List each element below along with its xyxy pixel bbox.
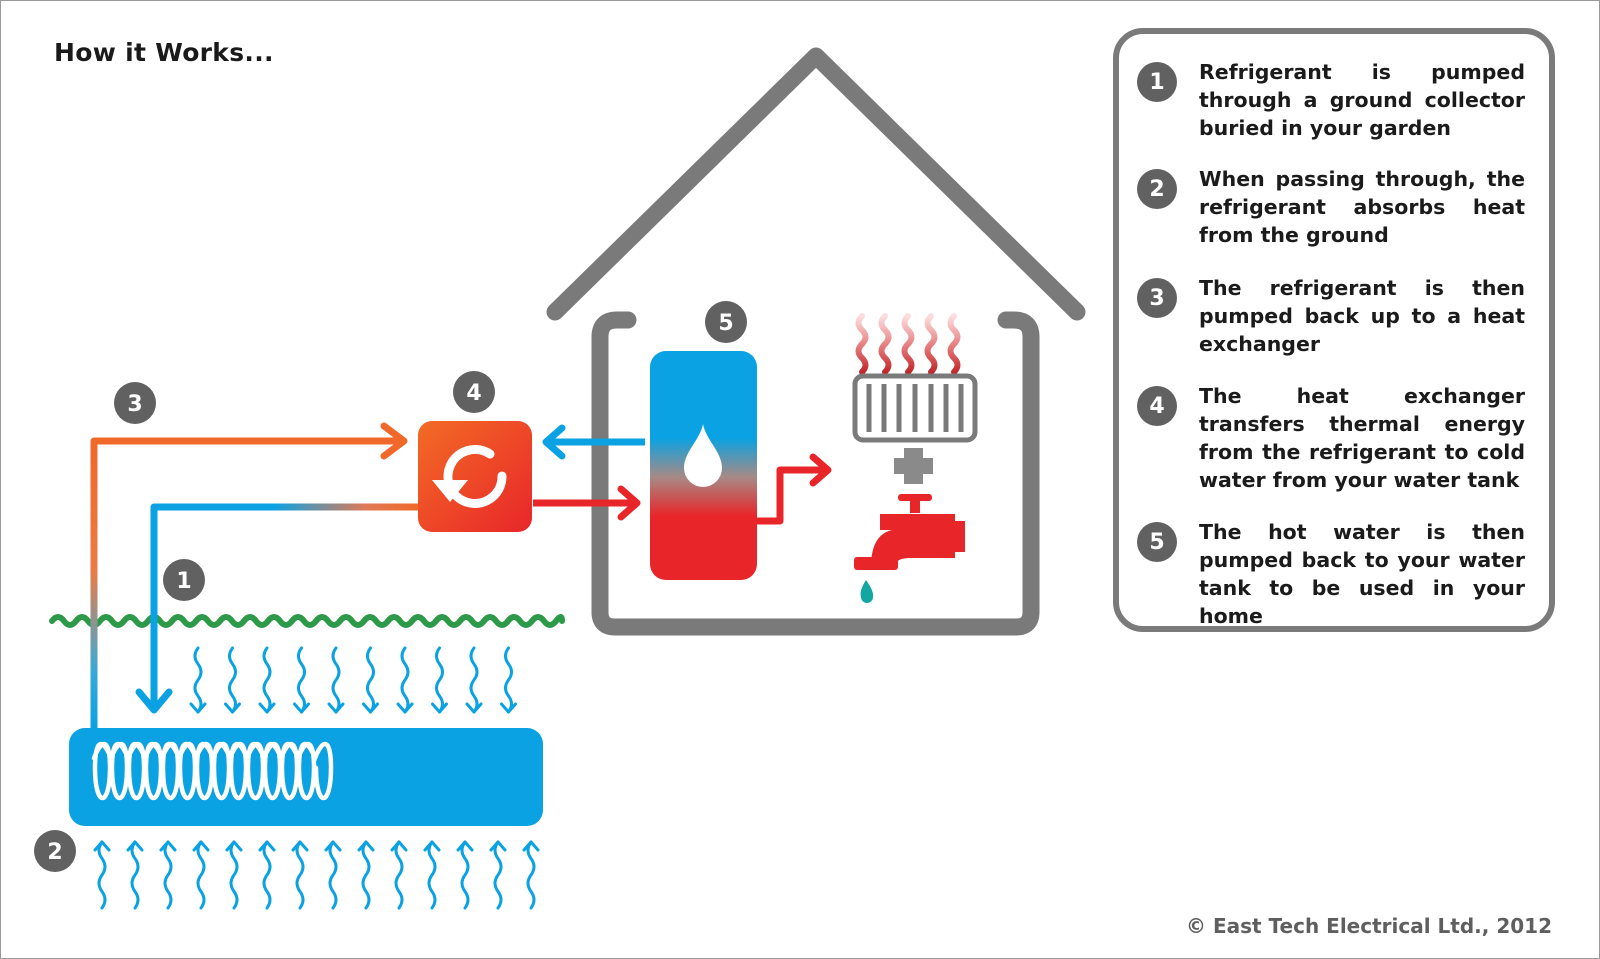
heat-arrow-up-7 (291, 840, 309, 910)
heat-arrow-up-5 (225, 840, 243, 910)
step-text-1: Refrigerant is pumped through a ground c… (1199, 60, 1525, 140)
step-text-2: When passing through, the refrigerant ab… (1199, 167, 1525, 247)
step-item-4: 4 The heat exchanger transfers thermal e… (1137, 382, 1547, 494)
heat-arrow-up-1 (93, 840, 111, 910)
step-text-3: The refrigerant is then pumped back up t… (1199, 276, 1525, 356)
heat-arrows-soil (189, 646, 517, 714)
step-item-3: 3 The refrigerant is then pumped back up… (1137, 274, 1547, 358)
badge-step-1: 1 (163, 559, 205, 601)
water-tank (650, 351, 757, 580)
pipe-refrigerant-up (90, 422, 408, 728)
heat-arrows-ground (93, 840, 540, 910)
house-outline (546, 47, 1086, 636)
heat-arrow-down-9 (465, 646, 483, 714)
heat-arrow-up-13 (489, 840, 507, 910)
step-text-5: The hot water is then pumped back to you… (1199, 520, 1525, 628)
page-title: How it Works... (54, 38, 274, 67)
step-number-2: 2 (1137, 169, 1177, 209)
heat-exchanger-unit (418, 421, 532, 532)
heat-arrow-up-14 (522, 840, 540, 910)
pipe-hot-out (757, 453, 832, 525)
badge-step-5: 5 (705, 301, 747, 343)
plus-icon (894, 448, 933, 484)
badge-step-3: 3 (114, 382, 156, 424)
heat-arrow-down-5 (327, 646, 345, 714)
badge-label-5: 5 (718, 311, 733, 336)
arrow-cold-water (542, 424, 645, 460)
heat-arrow-up-4 (192, 840, 210, 910)
heat-arrow-up-8 (324, 840, 342, 910)
copyright-notice: © East Tech Electrical Ltd., 2012 (1186, 914, 1552, 938)
grass-line (49, 614, 565, 628)
step-number-3: 3 (1137, 278, 1177, 318)
heat-arrow-up-3 (159, 840, 177, 910)
steps-panel: 1 Refrigerant is pumped through a ground… (1113, 28, 1555, 632)
step-item-2: 2 When passing through, the refrigerant … (1137, 165, 1547, 249)
heat-arrow-down-4 (293, 646, 310, 714)
step-number-5: 5 (1137, 522, 1177, 562)
tap-icon (854, 494, 965, 603)
badge-step-2: 2 (34, 830, 76, 872)
heat-arrow-down-8 (431, 646, 448, 714)
badge-label-4: 4 (466, 381, 481, 406)
step-item-5: 5 The hot water is then pumped back to y… (1137, 518, 1547, 630)
ground-collector (69, 728, 543, 826)
heat-arrow-up-9 (357, 840, 375, 910)
heat-arrow-down-3 (258, 646, 276, 714)
heat-arrow-down-10 (500, 646, 517, 714)
heat-arrow-up-11 (423, 840, 441, 910)
heat-arrow-down-7 (396, 646, 414, 714)
radiator-icon (852, 313, 978, 443)
heat-arrow-down-6 (362, 646, 379, 714)
badge-step-4: 4 (453, 371, 495, 413)
heat-arrow-up-6 (258, 840, 276, 910)
heat-arrow-up-10 (390, 840, 408, 910)
badge-label-3: 3 (127, 392, 142, 417)
heat-arrow-up-2 (126, 840, 144, 910)
heat-arrow-down-2 (224, 646, 241, 714)
badge-label-2: 2 (47, 840, 62, 865)
pipe-refrigerant-down (135, 503, 420, 714)
step-number-1: 1 (1137, 62, 1177, 102)
step-number-4: 4 (1137, 386, 1177, 426)
heat-arrow-up-12 (456, 840, 474, 910)
badge-label-1: 1 (176, 569, 191, 594)
heat-arrow-down-1 (189, 646, 207, 714)
arrow-hot-water (533, 485, 641, 521)
step-text-4: The heat exchanger transfers thermal ene… (1199, 384, 1525, 492)
step-item-1: 1 Refrigerant is pumped through a ground… (1137, 58, 1547, 142)
